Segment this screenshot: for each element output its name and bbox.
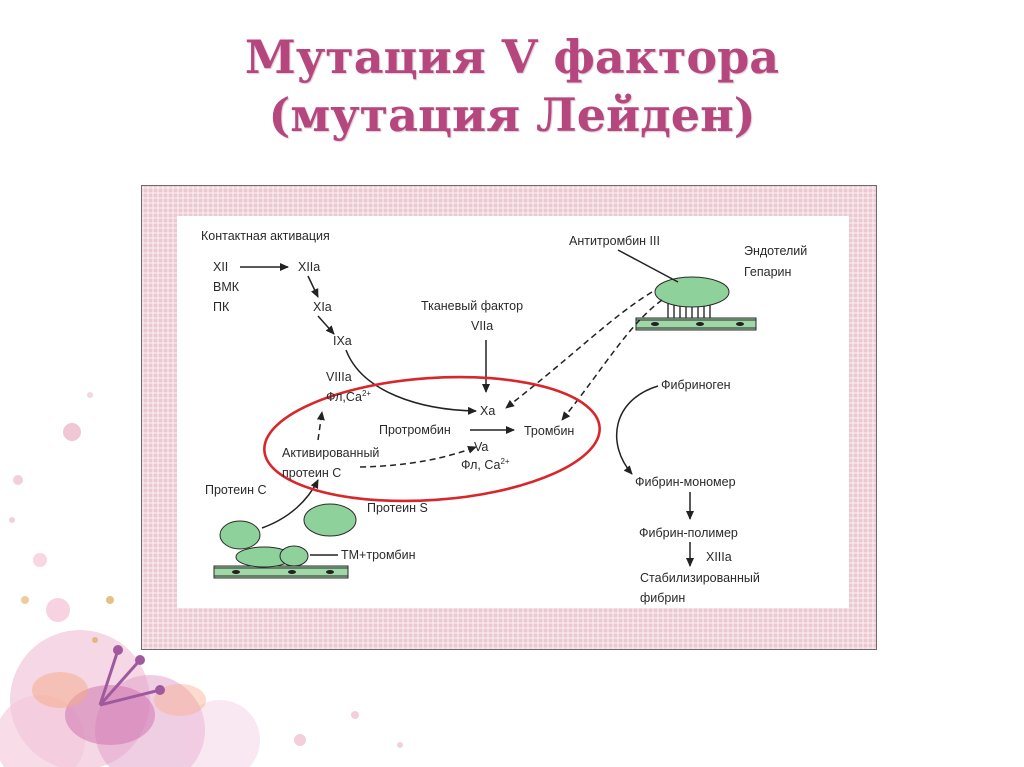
label-tissue-factor: Тканевый фактор — [421, 299, 523, 313]
title-line-2: (мутация Лейден) — [268, 88, 756, 142]
endothelium-layer-right — [635, 317, 757, 331]
label-heparin: Гепарин — [744, 265, 792, 279]
label-xii: XII — [213, 260, 228, 274]
dashed-antithrombin-xa — [505, 291, 653, 409]
diagram-panel — [177, 216, 849, 608]
arrow-xiia-xia — [307, 275, 319, 298]
label-xiia: XIIa — [298, 260, 320, 274]
label-prothrombin: Протромбин — [379, 423, 451, 437]
label-antithrombin: Антитромбин III — [569, 234, 660, 248]
solid-arrows — [240, 249, 694, 567]
antithrombin-blob — [654, 276, 730, 308]
label-contact-activation: Контактная активация — [201, 229, 330, 243]
label-xa: Xa — [480, 404, 495, 418]
label-fl-ca-2: Фл, Са2+ — [461, 457, 510, 472]
label-stabilized-fibrin-1: Стабилизированный — [640, 571, 760, 585]
label-tm-thrombin: ТМ+тромбин — [341, 548, 416, 562]
arrow-ixa-xa — [345, 349, 477, 415]
fl-ca-1-text: Фл,Са — [326, 390, 362, 404]
label-activated-protein-c-1: Активированный — [282, 446, 379, 460]
label-protein-c: Протеин С — [205, 483, 267, 497]
dashed-antithrombin-thrombin — [561, 299, 663, 421]
label-fibrin-monomer: Фибрин-мономер — [635, 475, 736, 489]
label-vmk: ВМК — [213, 280, 240, 294]
title-line-1: Мутация V фактора — [244, 30, 780, 84]
arrow-xia-ixa — [317, 315, 335, 335]
slide-title: Мутация V фактора (мутация Лейден) — [0, 28, 1024, 144]
label-va: Va — [474, 440, 488, 454]
ca-charge-2: 2+ — [500, 457, 509, 466]
paint-splash — [0, 392, 403, 767]
label-xiiia: XIIIa — [706, 550, 732, 564]
label-fibrin-polymer: Фибрин-полимер — [639, 526, 738, 540]
fl-ca-2-text: Фл, Са — [461, 458, 500, 472]
ca-charge-1: 2+ — [362, 389, 371, 398]
label-viia: VIIa — [471, 319, 493, 333]
highlight-ellipse — [263, 375, 601, 503]
protein-c-blob — [219, 520, 261, 550]
label-thrombin: Тромбин — [524, 424, 574, 438]
arrow-protein-c-activated — [261, 479, 319, 529]
label-activated-protein-c-2: протеин С — [282, 466, 341, 480]
dashed-arrows — [316, 291, 663, 468]
line-antithrombin-pointer — [617, 249, 679, 283]
label-pk: ПК — [213, 300, 230, 314]
thrombin-blob — [279, 545, 309, 567]
endothelium-layer-left — [213, 565, 349, 579]
label-viiia: VIIIa — [326, 370, 352, 384]
protein-s-blob — [303, 503, 357, 537]
label-fibrinogen: Фибриноген — [661, 378, 731, 392]
dashed-apc-va — [359, 445, 477, 468]
label-protein-s: Протеин S — [367, 501, 428, 515]
arrow-fibrinogen-monomer — [615, 385, 659, 475]
label-endothelium: Эндотелий — [744, 244, 807, 258]
label-stabilized-fibrin-2: фибрин — [640, 591, 685, 605]
label-fl-ca-1: Фл,Са2+ — [326, 389, 371, 404]
dashed-apc-viiia — [316, 411, 325, 441]
label-xia: XIa — [313, 300, 332, 314]
label-ixa: IXa — [333, 334, 352, 348]
